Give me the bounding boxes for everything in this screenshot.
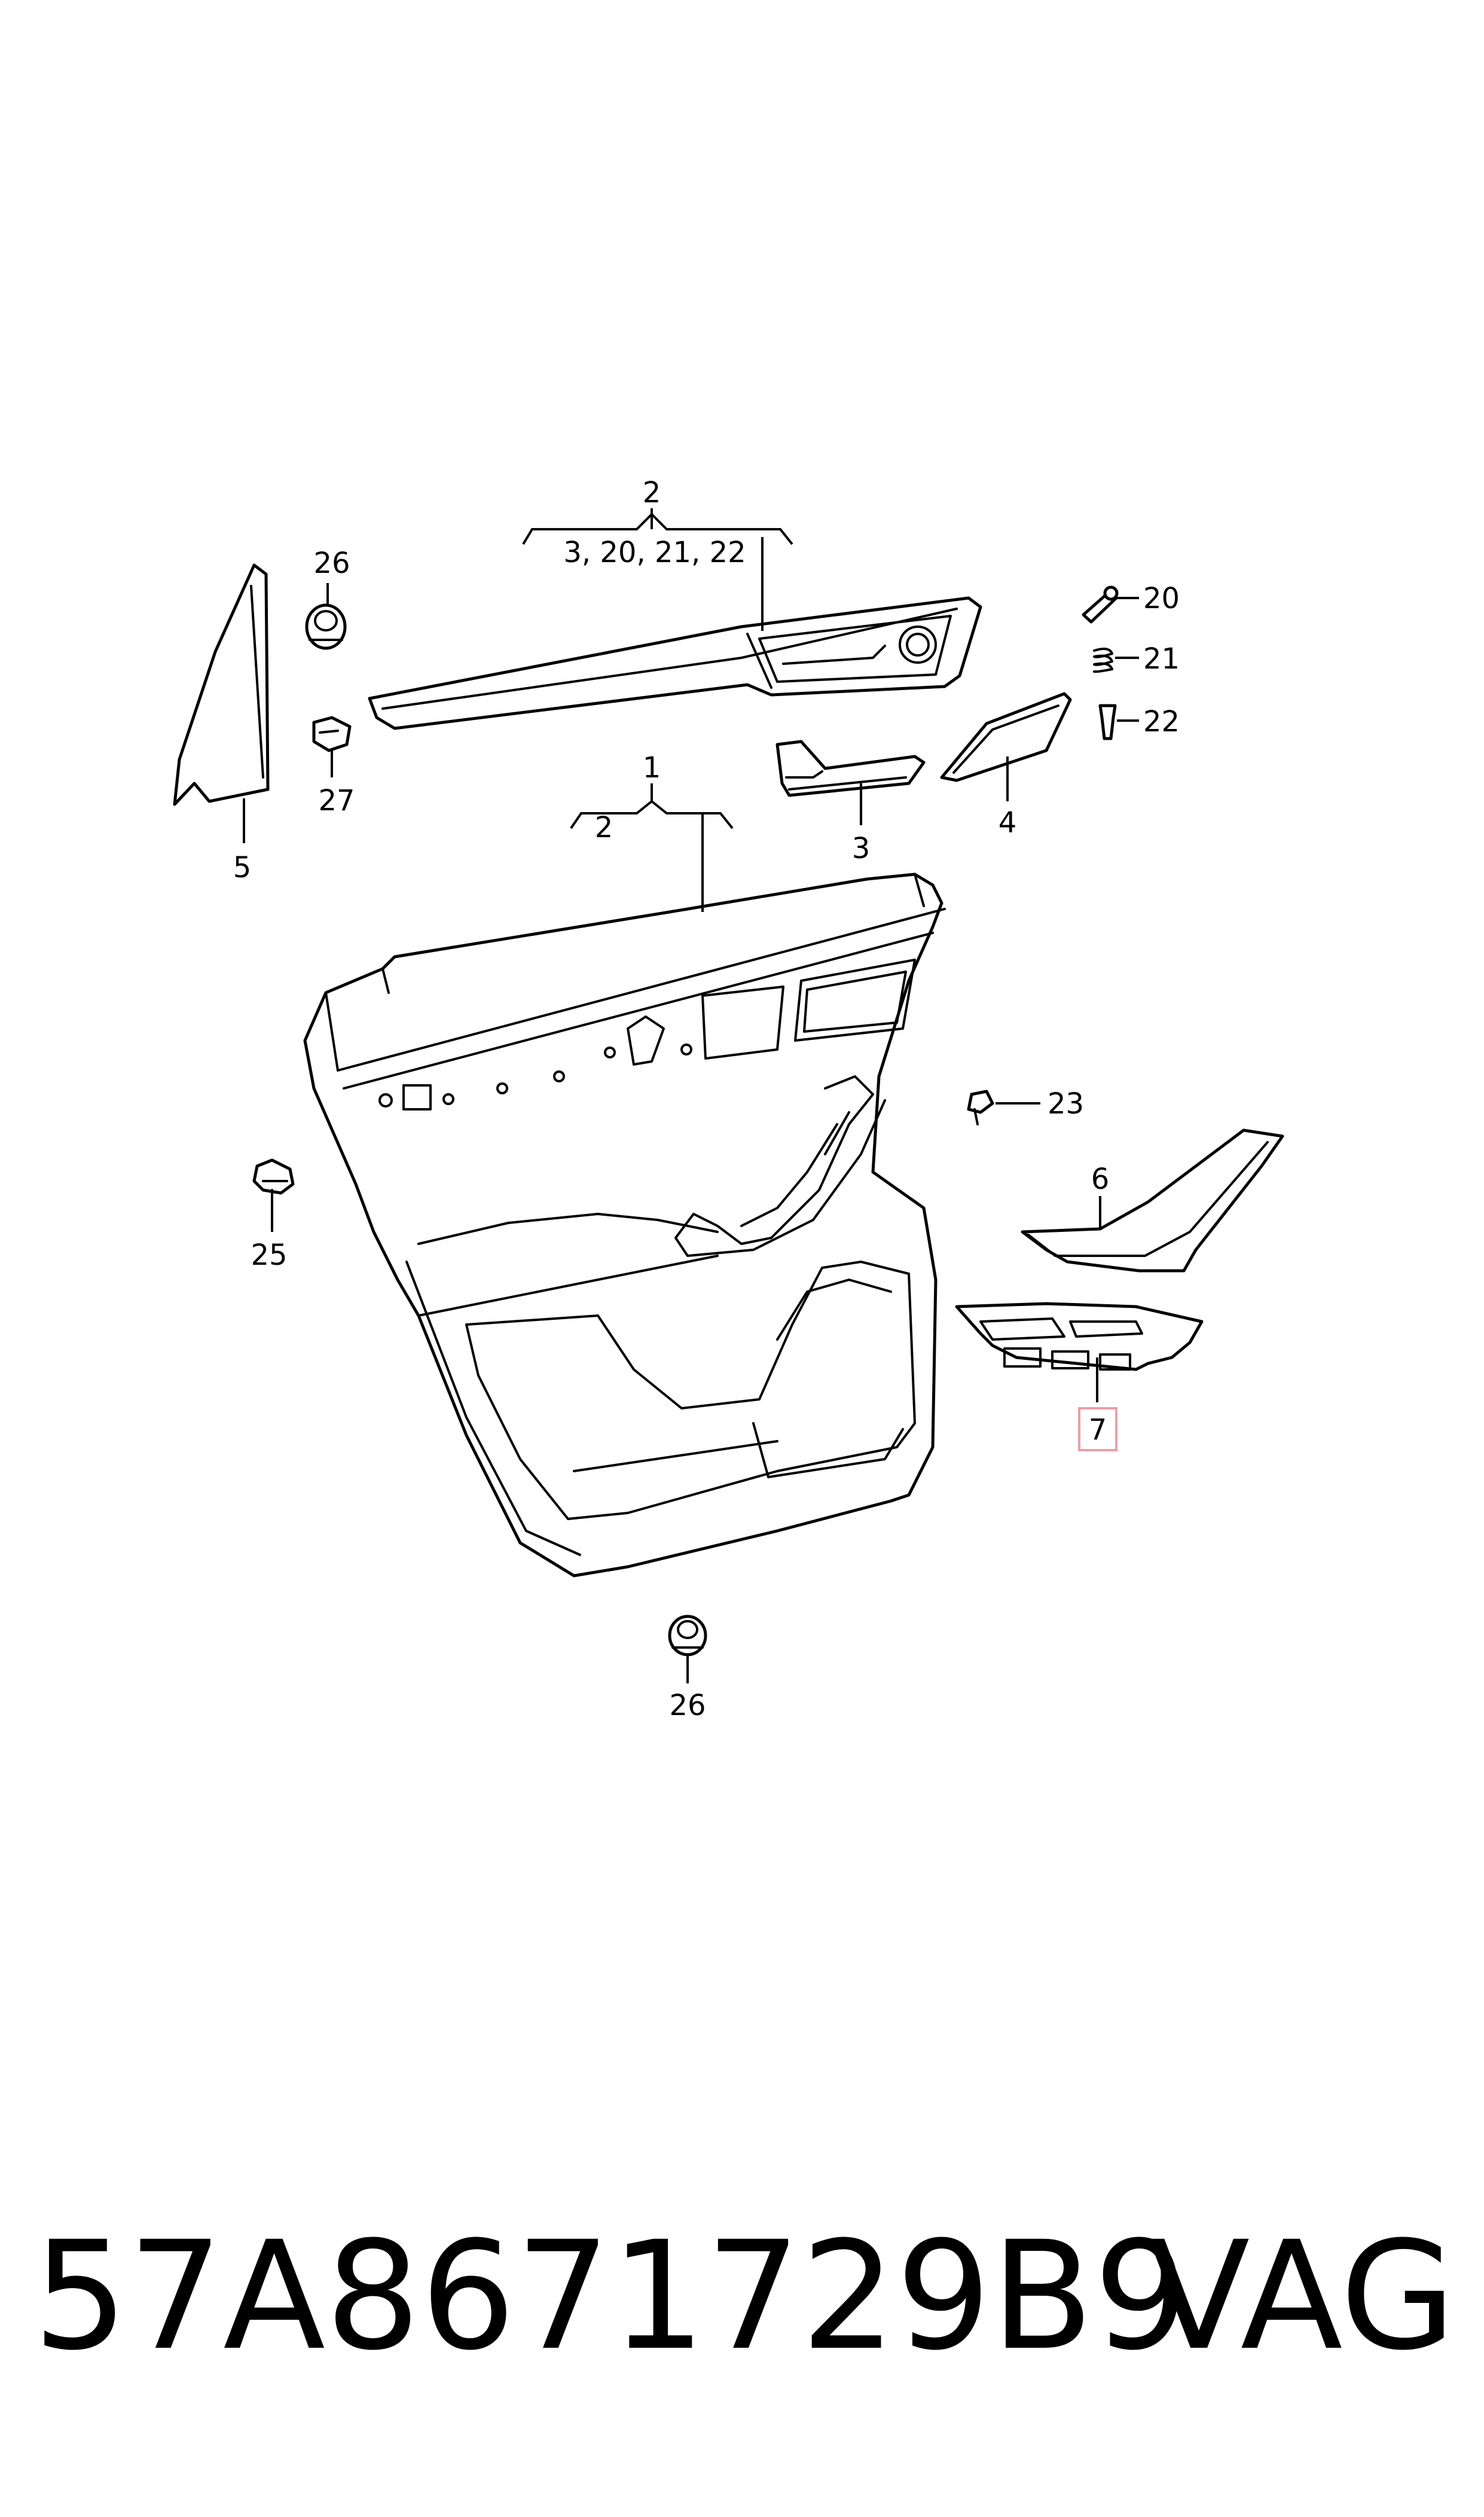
spring-21 (1093, 647, 1113, 673)
screw-20 (1082, 585, 1119, 624)
callout-26-bottom: 26 (669, 1689, 706, 1722)
callout-2-sublist: 3, 20, 21, 22 (563, 536, 746, 569)
callout-22: 22 (1143, 705, 1180, 739)
part-1-door-panel (303, 872, 946, 1578)
brand-name: VAG (1147, 2209, 1456, 2383)
callout-5: 5 (233, 851, 252, 884)
callout-7-highlight-box (1078, 1407, 1117, 1451)
pin-22 (1098, 704, 1117, 740)
callout-27: 27 (318, 784, 355, 817)
clip-26-bottom (668, 1615, 707, 1656)
part-3-inner-handle (775, 740, 926, 797)
clip-27 (312, 716, 352, 752)
callout-25: 25 (251, 1238, 287, 1272)
callout-4: 4 (999, 806, 1017, 840)
clip-25 (252, 1158, 295, 1203)
part-6-armrest-trim (1021, 1128, 1284, 1273)
screw-23 (967, 1090, 994, 1125)
clip-26-top (305, 603, 347, 650)
callout-21: 21 (1143, 642, 1180, 676)
callout-3: 3 (852, 832, 871, 865)
callout-1: 1 (643, 751, 661, 785)
part-2-upper-trim (368, 596, 982, 730)
part-number: 57A8671729B9 (33, 2209, 1189, 2383)
part-5-corner-cover (173, 563, 270, 806)
leader-lines (243, 508, 1139, 1683)
callout-1-sub: 2 (595, 811, 613, 844)
callout-26-top: 26 (313, 547, 350, 580)
callout-2-top: 2 (643, 476, 661, 509)
footer: 57A8671729B9 VAG (33, 2213, 1456, 2380)
part-4-trim-panel (940, 692, 1072, 782)
callout-20: 20 (1143, 582, 1180, 615)
callout-6: 6 (1091, 1163, 1110, 1196)
callout-7: 7 (1089, 1413, 1107, 1447)
callout-23: 23 (1048, 1087, 1084, 1121)
part-7-switch-bezel (955, 1302, 1204, 1371)
